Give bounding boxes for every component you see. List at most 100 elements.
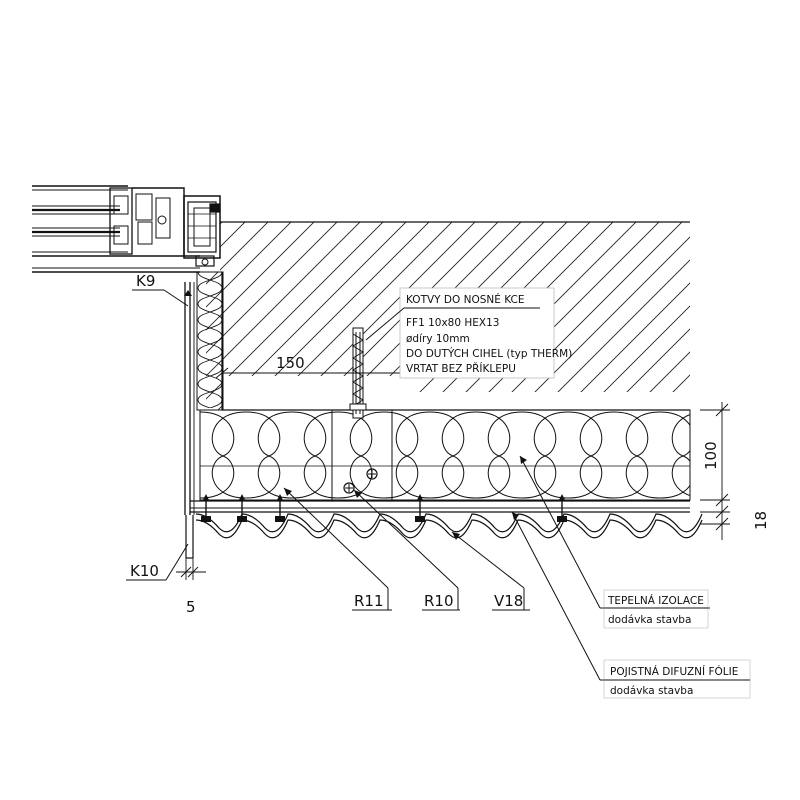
hatch-line [0, 160, 169, 460]
dim-18-label: 18 [752, 511, 770, 530]
insulation-note-callout: TEPELNÁ IZOLACE dodávka stavba [519, 455, 710, 629]
callout-v18: V18 [451, 531, 530, 611]
foil-note-sub: dodávka stavba [610, 685, 693, 697]
hatch-line [0, 160, 123, 460]
batt-loop [208, 399, 223, 408]
hatch-line [535, 222, 690, 410]
hatch-line [489, 222, 690, 410]
callout-k9: K9 [132, 272, 189, 307]
hatch-line [0, 160, 100, 460]
dim-150-label: 150 [276, 354, 305, 372]
anchor-note-line2: ødíry 10mm [406, 333, 470, 345]
batt-loop [197, 399, 212, 408]
hatch-line [627, 222, 690, 410]
anchor-note-line1: FF1 10x80 HEX13 [406, 317, 499, 329]
hatch-line [206, 222, 239, 410]
corrugated-soffit-sheet [195, 513, 703, 539]
callout-r10: R10 [353, 489, 460, 611]
foil-note-callout: POJISTNÁ DIFUZNÍ FÓLIE dodávka stavba [511, 511, 751, 699]
batt-loop [429, 411, 477, 499]
sheet-screw [201, 494, 211, 522]
dim-100-label: 100 [702, 441, 720, 470]
batt-loop [197, 335, 223, 353]
anchor-note-title: KOTVY DO NOSNÉ KCE [406, 293, 525, 306]
hatch-line [206, 222, 377, 410]
dimension-100-18 [700, 402, 730, 540]
hatch-line [206, 222, 400, 410]
hatch-line [206, 222, 446, 410]
sheet-screw [415, 494, 425, 522]
r11-label: R11 [354, 592, 384, 610]
batt-loop [567, 411, 615, 499]
hatch-line [236, 222, 538, 410]
diffusion-foil [190, 500, 690, 513]
r10-label: R10 [424, 592, 454, 610]
reveal-insulation [196, 271, 224, 411]
batt-loop [245, 411, 293, 499]
batt-loop [197, 319, 223, 337]
hatch-line [206, 222, 469, 410]
batt-loop [567, 411, 615, 499]
reveal-cladding [184, 282, 195, 559]
hatch-line [512, 222, 690, 410]
hatch-line [420, 222, 690, 410]
callout-r11: R11 [283, 487, 392, 611]
batt-loop [197, 287, 223, 305]
batt-loop [659, 414, 690, 499]
batt-loop [197, 272, 223, 289]
k9-label: K9 [136, 272, 155, 290]
anchor-note-line3: DO DUTÝCH CIHEL (typ THERM) [406, 347, 572, 360]
hatch-line [558, 222, 690, 410]
batt-loop [613, 411, 661, 499]
hatch-line [466, 222, 690, 410]
batt-loop [197, 303, 223, 321]
batt-loop [521, 411, 569, 499]
hatch-line [206, 222, 423, 410]
hatch-line [604, 222, 690, 410]
sheet-fixing-screws [201, 494, 567, 522]
k10-label: K10 [130, 562, 159, 580]
hatch-line [697, 160, 800, 460]
hatch-line [581, 222, 690, 410]
batt-loop [291, 411, 339, 499]
batt-loop [197, 367, 223, 385]
batt-loop [475, 411, 523, 499]
batt-loop [475, 411, 523, 499]
hatch-line [206, 222, 492, 410]
callout-k10: K10 [126, 543, 189, 581]
batt-loop [197, 383, 223, 401]
dimension-5 [176, 558, 206, 580]
thermal-insulation-batt [199, 409, 691, 501]
sheet-screw [557, 494, 567, 522]
hatch-line [206, 222, 331, 410]
batt-loop [383, 411, 431, 499]
batt-loop [659, 411, 690, 496]
window-frame-profile [32, 185, 221, 273]
hatch-line [650, 222, 690, 410]
dim-5-label: 5 [186, 598, 196, 616]
insulation-note-title: TEPELNÁ IZOLACE [607, 594, 704, 607]
hatch-line [213, 222, 515, 410]
hatch-line [206, 222, 216, 410]
foil-note-title: POJISTNÁ DIFUZNÍ FÓLIE [610, 665, 738, 678]
v18-label: V18 [494, 592, 523, 610]
batt-loop [429, 411, 477, 499]
sheet-screw [237, 494, 247, 522]
hatch-line [443, 222, 690, 410]
batt-loop [200, 411, 247, 499]
batt-loop [197, 351, 223, 369]
batt-loop [521, 411, 569, 499]
batt-loop [245, 411, 293, 499]
hatch-line [673, 222, 690, 410]
hatch-line [206, 222, 285, 410]
hatch-line [0, 160, 192, 460]
anchor-note-line4: VRTAT BEZ PŘÍKLEPU [406, 362, 516, 375]
sheet-screw [275, 494, 285, 522]
batt-loop [383, 411, 431, 499]
batt-loop [613, 411, 661, 499]
anchor-note-callout: KOTVY DO NOSNÉ KCE FF1 10x80 HEX13 ødíry… [365, 287, 572, 379]
batt-loop [291, 411, 339, 499]
hatch-line [0, 160, 146, 460]
batt-loop [200, 411, 247, 499]
